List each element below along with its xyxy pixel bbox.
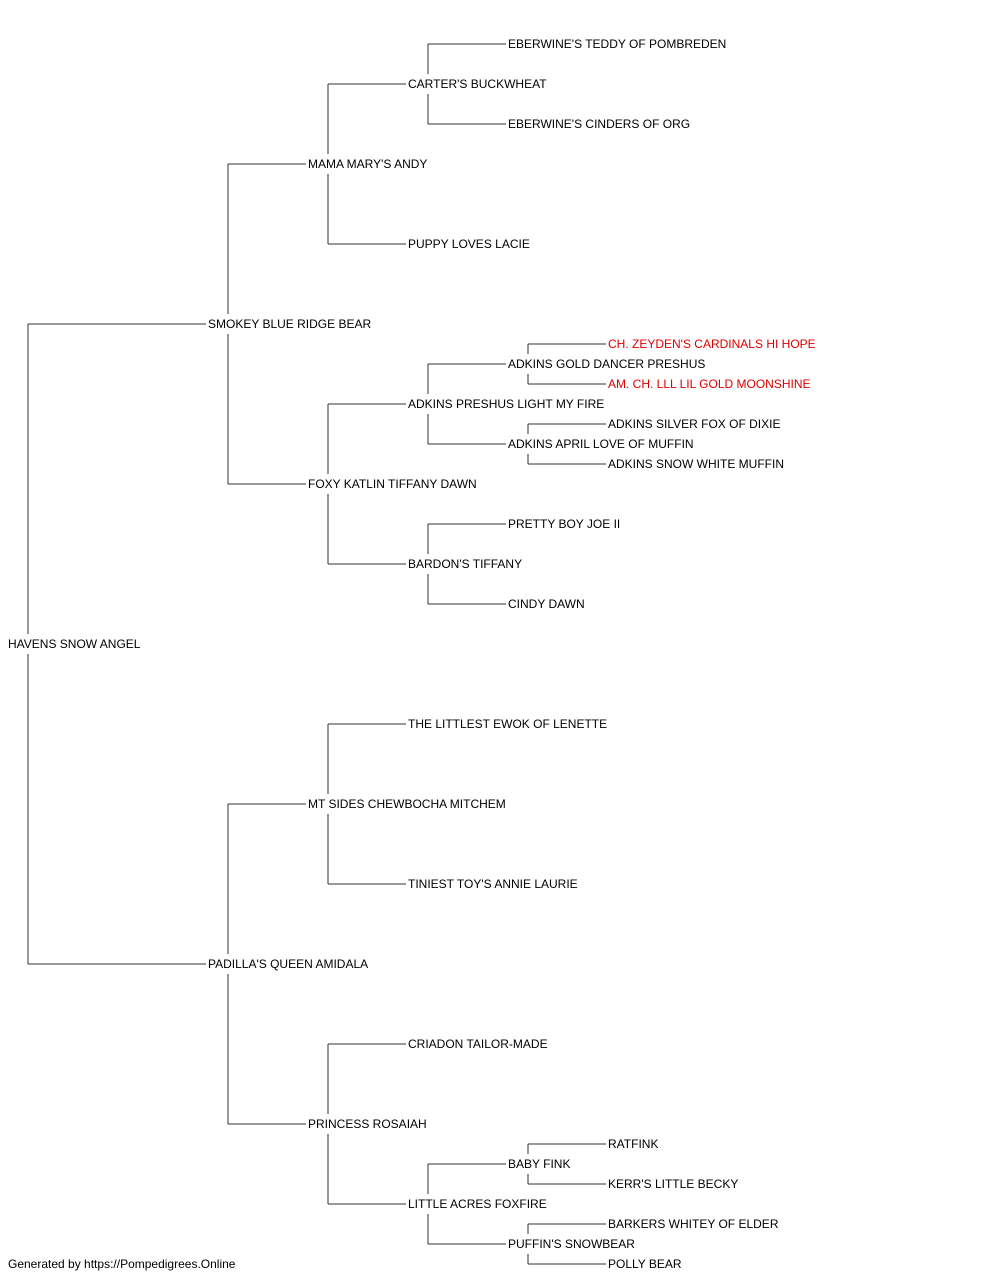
- dog-name: LITTLE ACRES FOXFIRE: [408, 1197, 547, 1211]
- dog-name: AM. CH. LLL LIL GOLD MOONSHINE: [608, 377, 811, 391]
- dog-name: TINIEST TOY'S ANNIE LAURIE: [408, 877, 578, 891]
- dog-name: SMOKEY BLUE RIDGE BEAR: [208, 317, 371, 331]
- dog-name: EBERWINE'S TEDDY OF POMBREDEN: [508, 37, 726, 51]
- dog-name: CH. ZEYDEN'S CARDINALS HI HOPE: [608, 337, 816, 351]
- dog-name: PADILLA'S QUEEN AMIDALA: [208, 957, 368, 971]
- dog-name: PRETTY BOY JOE II: [508, 517, 620, 531]
- dog-name: ADKINS SNOW WHITE MUFFIN: [608, 457, 784, 471]
- dog-name: THE LITTLEST EWOK OF LENETTE: [408, 717, 607, 731]
- footer-credit: Generated by https://Pompedigrees.Online: [8, 1257, 236, 1271]
- dog-name: ADKINS GOLD DANCER PRESHUS: [508, 357, 705, 371]
- dog-name: CRIADON TAILOR-MADE: [408, 1037, 548, 1051]
- dog-name: CARTER'S BUCKWHEAT: [408, 77, 547, 91]
- dog-name: POLLY BEAR: [608, 1257, 682, 1271]
- dog-name: EBERWINE'S CINDERS OF ORG: [508, 117, 690, 131]
- dog-name: KERR'S LITTLE BECKY: [608, 1177, 738, 1191]
- dog-name: ADKINS PRESHUS LIGHT MY FIRE: [408, 397, 604, 411]
- dog-name: RATFINK: [608, 1137, 658, 1151]
- dog-name: ADKINS SILVER FOX OF DIXIE: [608, 417, 780, 431]
- dog-name: PRINCESS ROSAIAH: [308, 1117, 427, 1131]
- dog-name: ADKINS APRIL LOVE OF MUFFIN: [508, 437, 694, 451]
- dog-name: MAMA MARY'S ANDY: [308, 157, 427, 171]
- dog-name: PUPPY LOVES LACIE: [408, 237, 530, 251]
- dog-name: BARKERS WHITEY OF ELDER: [608, 1217, 779, 1231]
- dog-name: BABY FINK: [508, 1157, 570, 1171]
- dog-name: FOXY KATLIN TIFFANY DAWN: [308, 477, 477, 491]
- dog-name: MT SIDES CHEWBOCHA MITCHEM: [308, 797, 506, 811]
- dog-name: PUFFIN'S SNOWBEAR: [508, 1237, 635, 1251]
- dog-name: CINDY DAWN: [508, 597, 585, 611]
- dog-name: BARDON'S TIFFANY: [408, 557, 522, 571]
- dog-name: HAVENS SNOW ANGEL: [8, 637, 141, 651]
